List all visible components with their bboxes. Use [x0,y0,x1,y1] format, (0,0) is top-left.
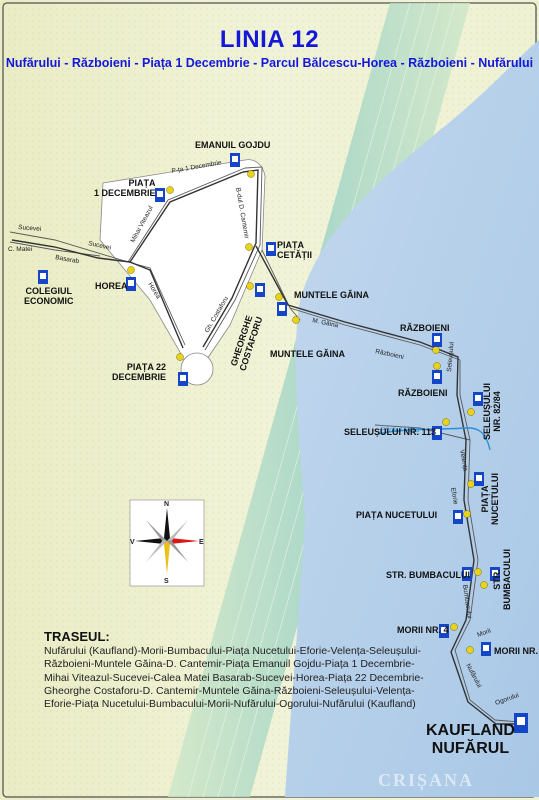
terminal-label: KAUFLAND NUFĂRUL [426,722,515,758]
station-label: PIAȚA CETĂȚII [277,240,312,260]
compass-west: V [130,539,135,546]
station-label: MORII NR. 5 [494,646,539,656]
bus-stop-signs [38,153,528,733]
stop-marker [466,646,474,654]
stop-marker [442,418,450,426]
street-label: C. Matei [8,246,32,253]
roundabout [180,352,214,386]
stop-marker [176,353,184,361]
bus-stop-icon [439,624,449,638]
bus-stop-icon [462,567,472,581]
station-label: HOREA [95,281,128,291]
bus-stop-icon [178,372,188,386]
street-label: Basarab [55,254,80,265]
street-label: Morii [476,627,492,638]
station-label: RĂZBOIENI [400,323,450,333]
stop-marker [127,266,135,274]
street-label: Bumbacului [461,584,473,619]
river [377,427,491,451]
terminal-line2: NUFĂRUL [431,740,510,757]
blue-district [285,40,539,797]
stop-marker [275,293,283,301]
station-label: EMANUIL GOJDU [195,140,271,150]
station-label: STR. BUMBACULUI [492,549,512,610]
compass-south: S [164,578,169,585]
stop-markers [127,170,488,654]
route-line [11,169,522,725]
bus-stop-icon [514,713,528,733]
street-label: Seleușului [446,342,456,372]
bus-stop-icon [230,153,240,167]
stop-marker [463,510,471,518]
station-label: MUNTELE GĂINA [270,349,345,359]
bus-stop-icon [38,270,48,284]
stop-marker [480,581,488,589]
station-label: RĂZBOIENI [398,388,448,398]
stop-marker [246,282,254,290]
bus-stop-icon [481,642,491,656]
map-title: LINIA 12 [219,26,320,53]
bus-stop-icon [432,333,442,347]
stop-marker [474,568,482,576]
route-heading: TRASEUL: [44,629,110,644]
street-label: Velența [458,449,469,472]
station-label: SELEUȘULUI NR. 113 [344,427,437,437]
terminal-line1: KAUFLAND [426,722,515,739]
station-label: PIAȚA 22 DECEMBRIE [112,362,167,382]
bus-stop-icon [266,242,276,256]
station-label: COLEGIUL ECONOMIC [24,286,74,306]
compass-rose: N E S V [129,499,205,587]
street-label: Sucevei [88,240,112,252]
station-label: STR. BUMBACULUI [386,570,470,580]
station-label: PIAȚA 1 DECEMBRIE [94,178,156,198]
route-text: Nufărului (Kaufland)-Morii-Bumbacului-Pi… [44,645,424,711]
station-label: MUNTELE GĂINA [294,290,369,300]
stop-marker [467,480,475,488]
bus-stop-icon [490,567,500,581]
station-label: MORII NR. 4 [397,625,449,635]
bus-stop-icon [155,188,165,202]
station-label: SELEUȘULUI NR. 82/84 [482,382,502,440]
stop-marker [245,243,253,251]
bus-stop-icon [432,426,442,440]
street-network [9,166,521,723]
street-label: Sucevei [18,224,42,233]
bus-stop-icon [473,392,483,406]
watermark: CRIȘANA [378,770,475,790]
stop-marker [166,186,174,194]
river-label: Pârâul Peța [380,425,419,434]
bus-stop-icon [255,283,265,297]
bus-stop-icon [432,370,442,384]
bus-stop-icon [126,277,136,291]
route-description: TRASEUL: Nufărului (Kaufland)-Morii-Bumb… [44,630,424,711]
bus-stop-icon [474,472,484,486]
bus-stop-icon [277,302,287,316]
compass-north: N [164,501,169,508]
bus-stop-icon [453,510,463,524]
station-label: PIAȚA NUCETULUI [356,510,438,520]
map-subtitle: Nufărului - Războieni - Piața 1 Decembri… [5,56,534,70]
stop-marker [247,170,255,178]
stop-marker [433,362,441,370]
station-label: PIAȚA NUCETULUI [480,473,500,525]
stop-marker [292,316,300,324]
compass-east: E [199,539,204,546]
street-label: Eforie [449,487,459,505]
stop-marker [467,408,475,416]
stop-marker [432,346,440,354]
stop-marker [450,623,458,631]
